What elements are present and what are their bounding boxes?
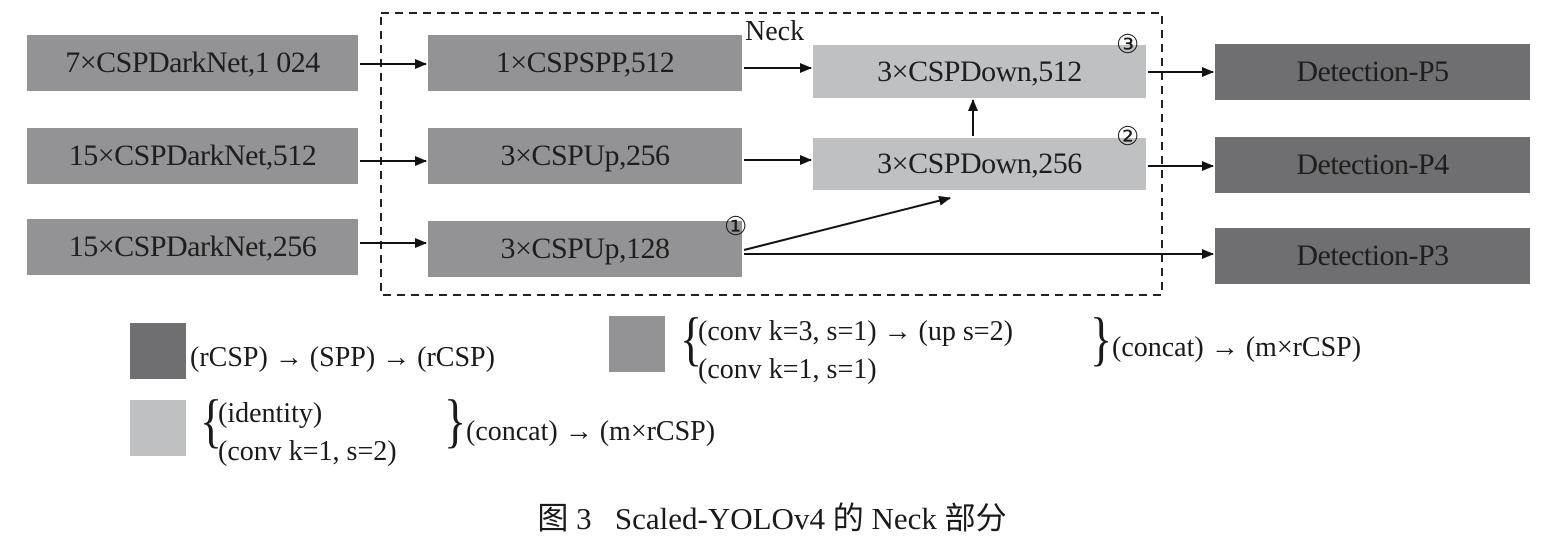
neck-up-block: 3×CSPUp,256 [428, 128, 742, 184]
legend-dark-text: (rCSP) → (SPP) → (rCSP) [190, 342, 495, 373]
legend-right-brace: } [1090, 305, 1113, 372]
backbone-block: 15×CSPDarkNet,512 [27, 128, 358, 184]
legend-left-brace: { [200, 387, 223, 454]
backbone-block: 7×CSPDarkNet,1 024 [27, 35, 358, 91]
legend-right-brace: } [444, 387, 467, 454]
legend-light-tail: (concat) → (m×rCSP) [466, 416, 716, 447]
neck-up-block: 3×CSPUp,128 [428, 221, 742, 277]
legend-light-line1: (identity) [218, 398, 323, 429]
detection-block: Detection-P5 [1215, 44, 1530, 100]
neck-label: Neck [745, 16, 805, 47]
backbone-block: 15×CSPDarkNet,256 [27, 219, 358, 275]
legend-swatch-dark [130, 323, 186, 379]
neck-down-block: 3×CSPDown,512 [813, 45, 1146, 98]
arrow [743, 195, 951, 251]
legend-swatch-light [130, 400, 186, 456]
legend-mid-tail: (concat) → (m×rCSP) [1112, 332, 1362, 363]
marker-1: ① [724, 212, 748, 241]
legend-left-brace: { [680, 305, 703, 372]
legend-swatch-mid [609, 316, 665, 372]
legend-mid-line2: (conv k=1, s=1) [698, 354, 877, 385]
marker-3: ③ [1116, 30, 1140, 59]
legend-mid-line1: (conv k=3, s=1) → (up s=2) [698, 316, 1013, 347]
legend-light-line2: (conv k=1, s=2) [218, 436, 397, 467]
detection-block: Detection-P3 [1215, 228, 1530, 284]
neck-down-block: 3×CSPDown,256 [813, 138, 1146, 190]
neck-up-block: 1×CSPSPP,512 [428, 35, 742, 91]
detection-block: Detection-P4 [1215, 137, 1530, 193]
marker-2: ② [1116, 122, 1140, 151]
figure-caption: 图 3 Scaled-YOLOv4 的 Neck 部分 [537, 501, 1007, 536]
